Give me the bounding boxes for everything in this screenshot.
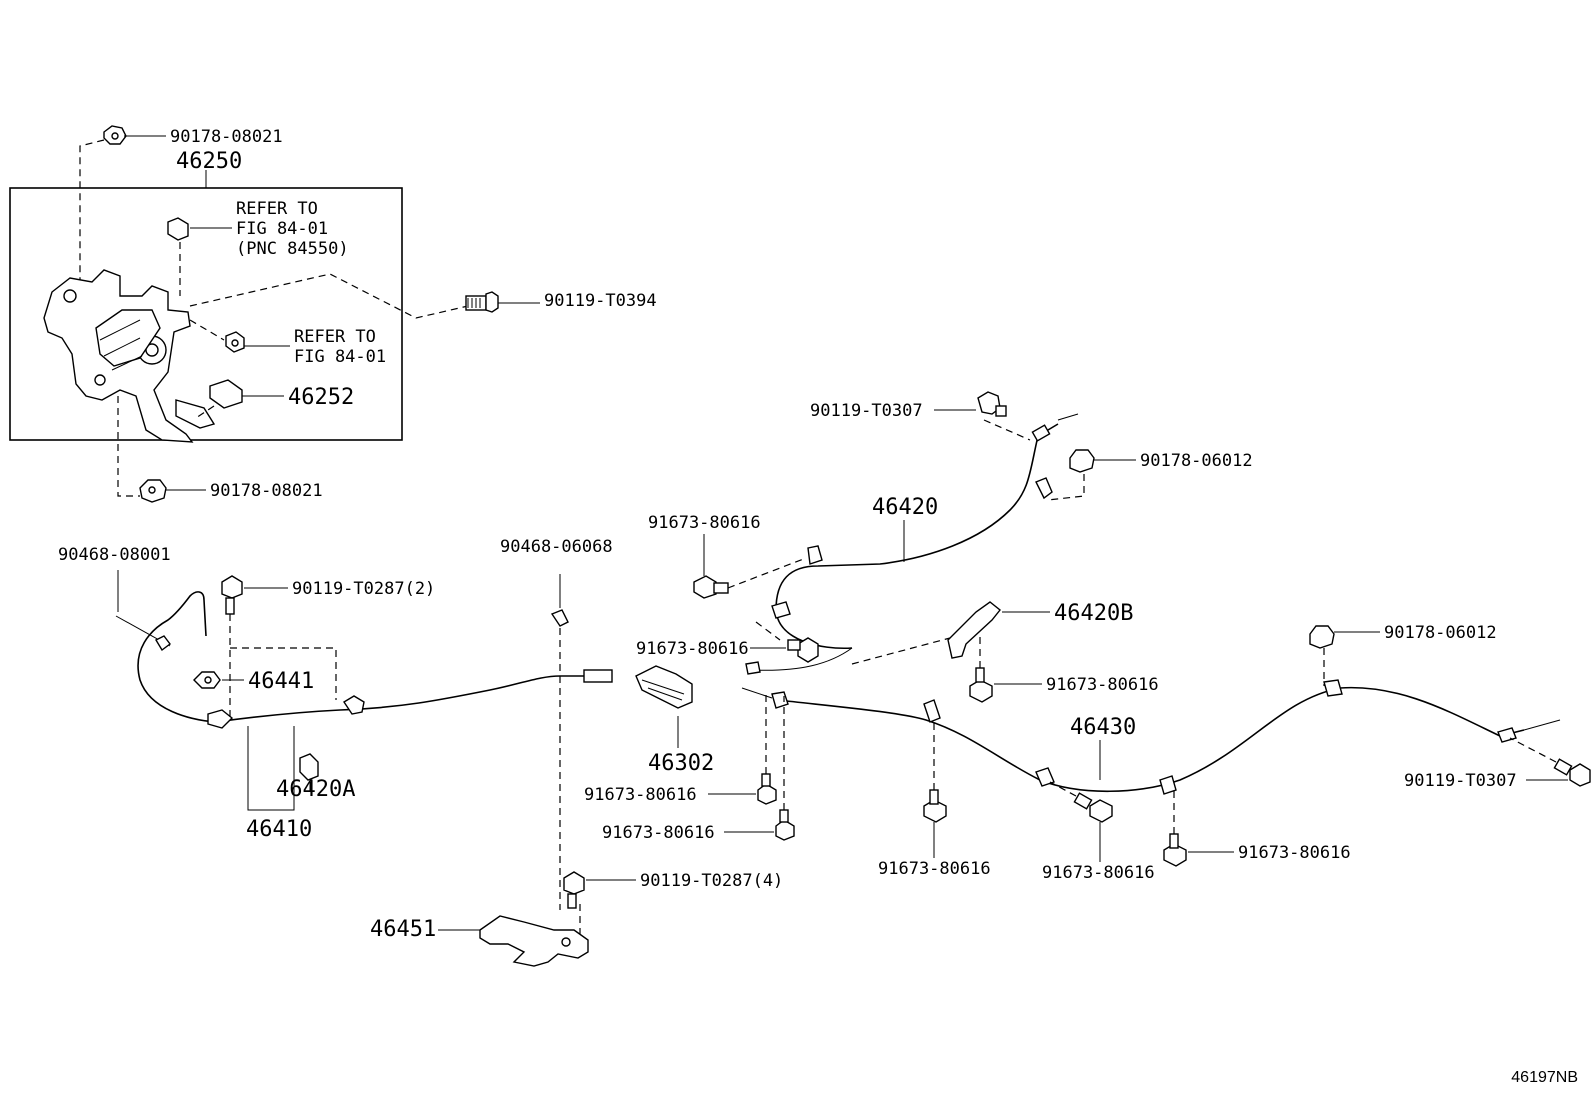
label-46420b: 46420B [1054, 601, 1133, 626]
label-46250: 46250 [176, 149, 242, 174]
nut-90178-06012-top[interactable] [1069, 449, 1095, 473]
label-46420: 46420 [872, 495, 938, 520]
clip-refer-fig-84-01[interactable] [167, 217, 189, 241]
bolt-90119-t0307-top[interactable] [977, 391, 1007, 417]
label-pnc-84550: (PNC 84550) [236, 239, 349, 259]
label-46430: 46430 [1070, 715, 1136, 740]
label-90119-t0287-4: 90119-T0287(4) [640, 871, 783, 891]
label-91673-80616-g: 91673-80616 [1042, 863, 1155, 883]
grommet-46441[interactable] [193, 671, 221, 689]
parking-brake-pedal[interactable] [43, 269, 216, 443]
label-46451: 46451 [370, 917, 436, 942]
label-fig-84-01-2: FIG 84-01 [294, 347, 386, 367]
equalizer-46302[interactable] [635, 665, 693, 709]
nut-90178-08021-top[interactable] [103, 125, 127, 145]
label-90119-t0307-top: 90119-T0307 [810, 401, 923, 421]
bolt-90119-t0287-2[interactable] [221, 575, 243, 615]
bolt-refer-fig-84-01[interactable] [225, 331, 245, 353]
pedal-pad-46252[interactable] [209, 379, 243, 409]
label-90119-t0287-2: 90119-T0287(2) [292, 579, 435, 599]
bolt-91673-80616-e[interactable] [775, 809, 795, 841]
label-90119-t0307-right: 90119-T0307 [1404, 771, 1517, 791]
label-46441: 46441 [248, 669, 314, 694]
bolt-91673-80616-g[interactable] [1073, 792, 1113, 823]
label-90468-08001: 90468-08001 [58, 545, 171, 565]
cable-46420[interactable] [745, 413, 1079, 675]
bracket-46420b[interactable] [947, 601, 1001, 659]
label-91673-80616-e: 91673-80616 [602, 823, 715, 843]
clip-46420a[interactable] [299, 753, 319, 781]
label-46420a: 46420A [276, 777, 355, 802]
bolt-91673-80616-f[interactable] [923, 789, 947, 823]
label-90178-08021-top: 90178-08021 [170, 127, 283, 147]
label-91673-80616-h: 91673-80616 [1238, 843, 1351, 863]
bolt-91673-80616-h[interactable] [1163, 833, 1187, 867]
label-46252: 46252 [288, 385, 354, 410]
bolt-90119-t0394[interactable] [465, 291, 499, 313]
bolt-91673-80616-a[interactable] [693, 575, 729, 599]
label-90178-06012-right: 90178-06012 [1384, 623, 1497, 643]
label-90178-08021-bottom: 90178-08021 [210, 481, 323, 501]
label-91673-80616-a: 91673-80616 [648, 513, 761, 533]
bolt-91673-80616-b[interactable] [787, 637, 819, 663]
figure-code: 46197NB [1511, 1069, 1578, 1086]
label-91673-80616-f: 91673-80616 [878, 859, 991, 879]
label-91673-80616-d: 91673-80616 [584, 785, 697, 805]
cable-46410[interactable] [115, 591, 613, 729]
cable-46430[interactable] [741, 679, 1561, 795]
nut-90178-08021-bottom[interactable] [139, 479, 167, 503]
clamp-90468-06068[interactable] [550, 609, 569, 627]
nut-90178-06012-right[interactable] [1309, 625, 1335, 649]
label-91673-80616-c: 91673-80616 [1046, 675, 1159, 695]
label-91673-80616-b: 91673-80616 [636, 639, 749, 659]
bolt-91673-80616-c[interactable] [969, 667, 993, 703]
label-fig-84-01-1: FIG 84-01 [236, 219, 328, 239]
bolt-90119-t0287-4[interactable] [563, 871, 585, 909]
label-90119-t0394: 90119-T0394 [544, 291, 657, 311]
bolt-90119-t0307-right[interactable] [1553, 758, 1591, 787]
label-refer-to-1: REFER TO [236, 199, 318, 219]
label-90178-06012-top: 90178-06012 [1140, 451, 1253, 471]
label-refer-to-2: REFER TO [294, 327, 376, 347]
label-90468-06068: 90468-06068 [500, 537, 613, 557]
label-46302: 46302 [648, 751, 714, 776]
bolt-91673-80616-d[interactable] [757, 773, 777, 805]
bracket-46451[interactable] [479, 915, 589, 967]
label-46410: 46410 [246, 817, 312, 842]
